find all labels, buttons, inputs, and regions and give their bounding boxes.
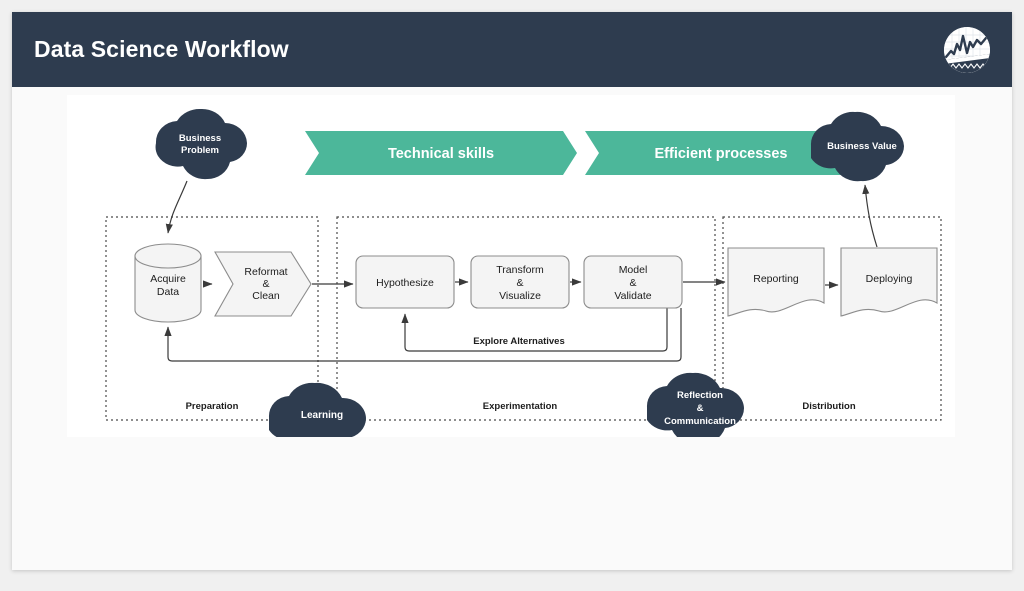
node-label: Hypothesize	[376, 277, 434, 289]
cloud-label: Business	[179, 133, 221, 144]
node-model-validate[interactable]: Model & Validate	[583, 255, 683, 309]
zone-label: Experimentation	[483, 401, 558, 412]
zone-label: Preparation	[186, 401, 239, 412]
zone-label: Distribution	[802, 401, 855, 412]
cloud-business-value: Business Value	[810, 111, 905, 182]
node-deploying[interactable]: Deploying	[840, 247, 938, 317]
line-chart-circle-icon	[944, 26, 990, 73]
edge-label-backdrop	[471, 333, 567, 347]
node-reporting[interactable]: Reporting	[727, 247, 825, 317]
band-label: Technical skills	[388, 146, 494, 162]
workflow-diagram: Technical skills Efficient processes Pre…	[105, 108, 942, 437]
node-hypothesize[interactable]: Hypothesize	[355, 255, 455, 309]
connector-feedback-to-acquire	[164, 308, 682, 362]
node-label: Validate	[614, 290, 651, 302]
diagram-panel: Technical skills Efficient processes Pre…	[67, 95, 955, 437]
cloud-label: Learning	[301, 410, 343, 421]
edge-label-explore-alternatives: Explore Alternatives	[473, 336, 565, 347]
cloud-reflection-communication: Reflection & Communication	[646, 372, 745, 437]
cloud-label: Business Value	[827, 141, 897, 152]
node-transform-visualize[interactable]: Transform & Visualize	[470, 255, 570, 309]
node-label: &	[516, 277, 523, 289]
cloud-label: Communication	[664, 416, 736, 427]
zone-preparation: Preparation	[105, 216, 319, 421]
zone-experimentation: Experimentation	[336, 216, 716, 421]
band-technical-skills: Technical skills	[305, 131, 577, 175]
node-label: Clean	[252, 290, 280, 302]
slide-card: Data Science Workflow	[12, 12, 1012, 570]
node-label: Reformat	[244, 266, 287, 278]
node-label: Acquire	[150, 273, 186, 285]
node-label: Visualize	[499, 290, 541, 302]
connector-deploying-to-value	[862, 184, 878, 248]
node-label: &	[262, 278, 269, 290]
node-label: Reporting	[753, 273, 799, 285]
cloud-label: Problem	[181, 145, 219, 156]
cloud-label: &	[697, 403, 704, 414]
connector-problem-to-acquire	[165, 180, 188, 234]
connector-explore-alternatives	[401, 308, 668, 352]
cloud-learning: Learning	[268, 382, 367, 437]
node-reformat-clean[interactable]: Reformat & Clean	[214, 251, 312, 317]
header-bar: Data Science Workflow	[12, 12, 1012, 87]
node-acquire-data[interactable]: Acquire Data	[134, 243, 202, 323]
page-title: Data Science Workflow	[34, 36, 289, 62]
cloud-label: Reflection	[677, 390, 723, 401]
node-label: &	[629, 277, 636, 289]
node-label: Deploying	[866, 273, 913, 285]
band-label: Efficient processes	[655, 146, 788, 162]
node-label: Model	[619, 264, 648, 276]
node-label: Transform	[496, 264, 544, 276]
zone-distribution: Distribution	[722, 216, 942, 421]
node-label: Data	[157, 286, 179, 298]
band-efficient-processes: Efficient processes	[585, 131, 857, 175]
cloud-business-problem: Business Problem	[155, 108, 248, 180]
